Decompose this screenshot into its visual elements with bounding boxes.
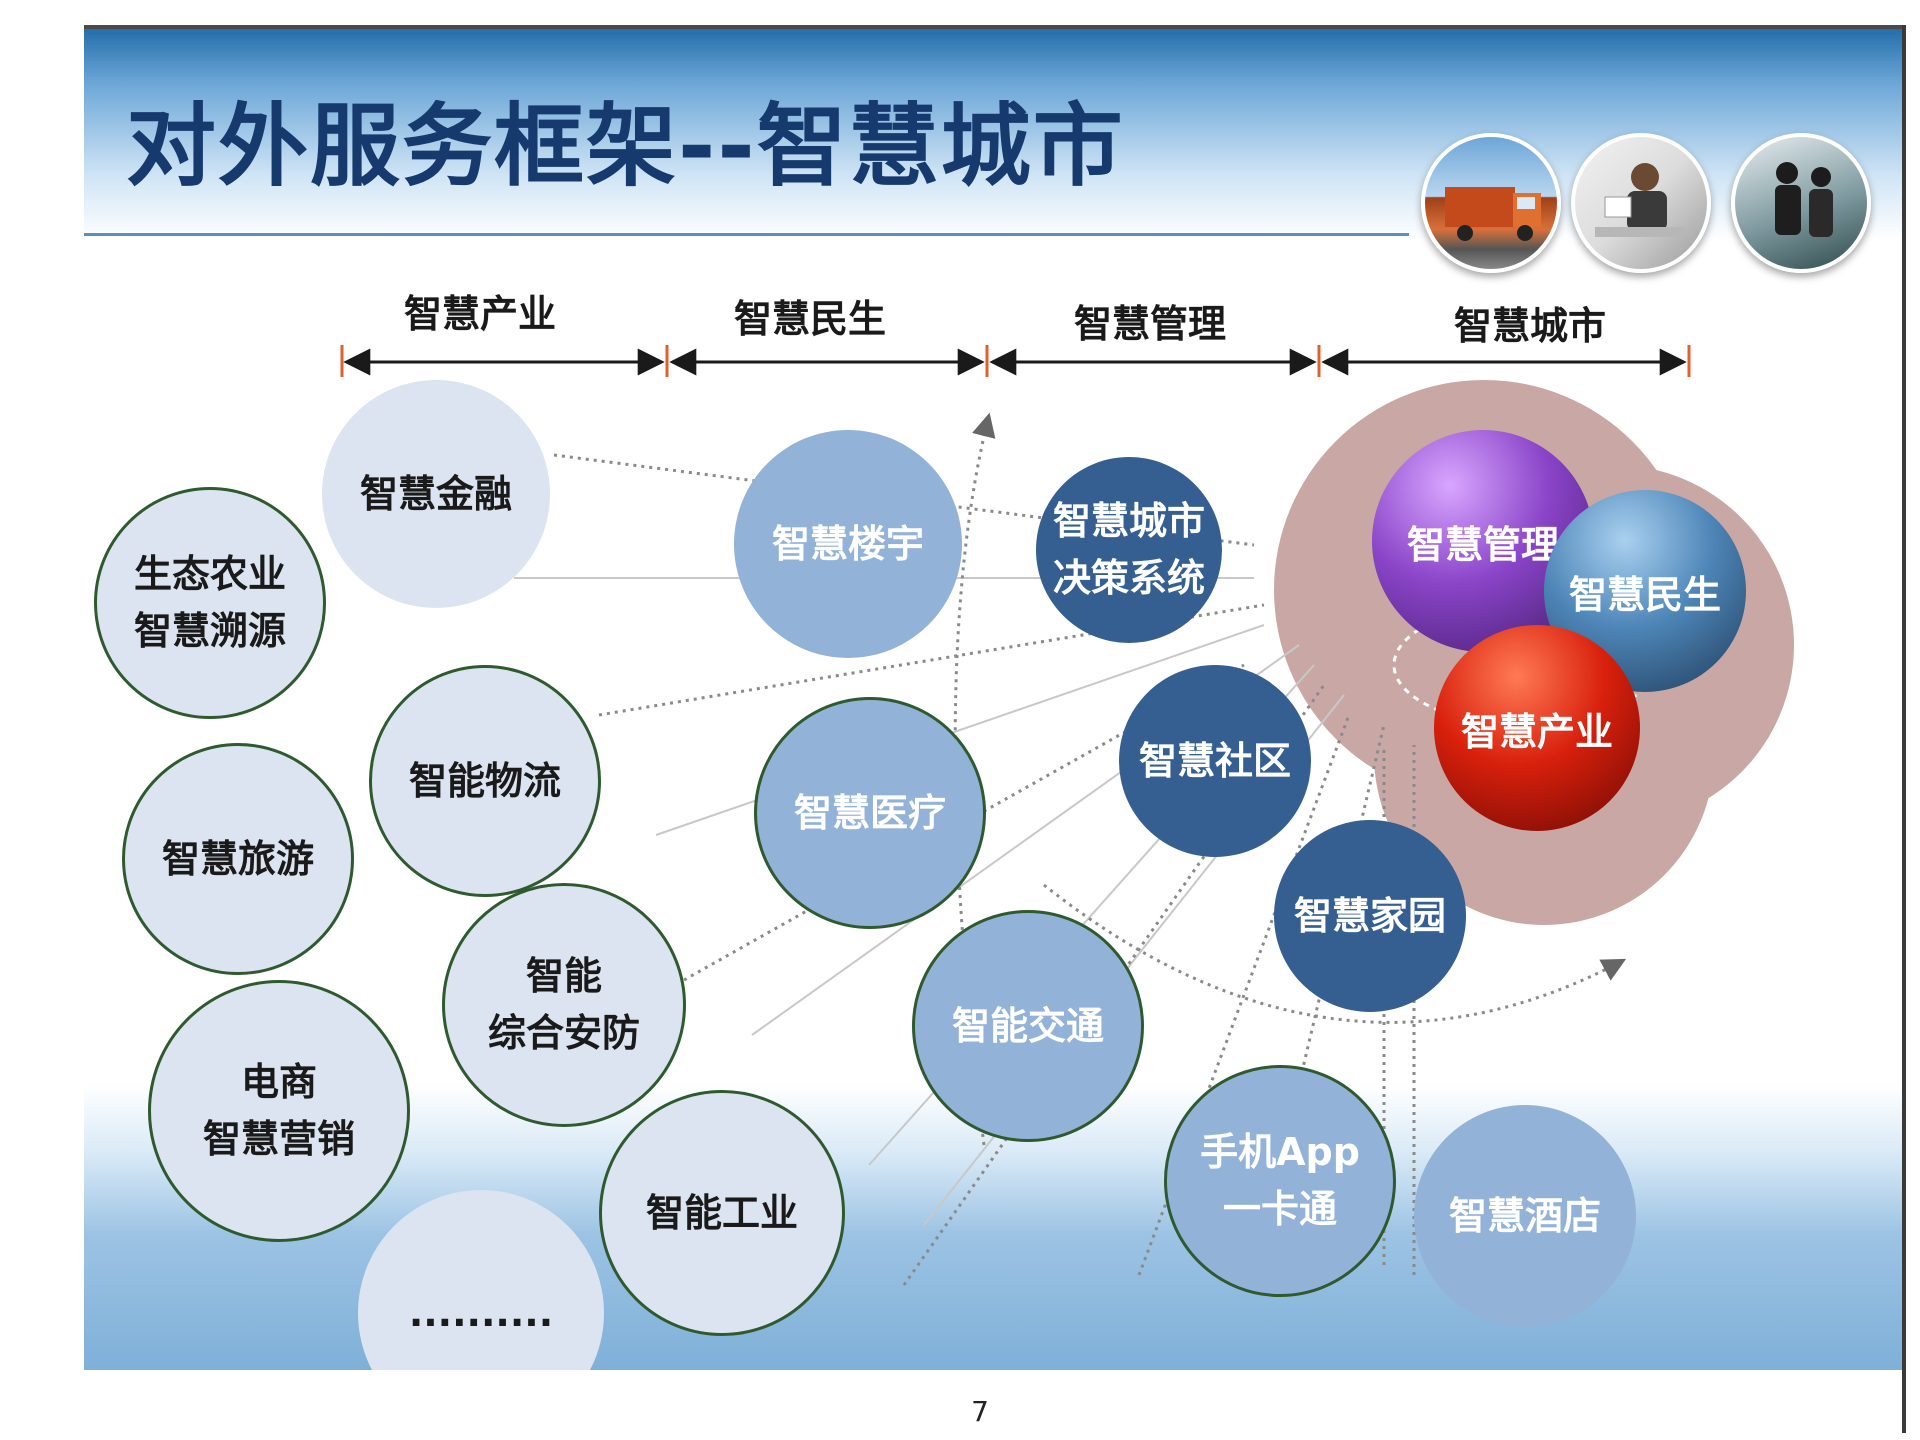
node-smart-building: 智慧楼宇 <box>734 430 962 658</box>
node-label: 智慧楼宇 <box>771 521 924 566</box>
node-label: 智能交通 <box>951 1003 1104 1048</box>
column-header-industry: 智慧产业 <box>404 292 557 336</box>
business-people-photo <box>1731 133 1871 273</box>
node-label-line-1: 智能 <box>525 954 602 998</box>
truck-photo <box>1421 133 1561 273</box>
slide-border-right <box>1902 25 1906 1433</box>
page-number: 7 <box>971 1395 989 1428</box>
node-label: 智能工业 <box>645 1190 798 1235</box>
column-header-management: 智慧管理 <box>1074 302 1227 346</box>
node-label-line-1: 手机App <box>1200 1130 1360 1174</box>
node-eco-agriculture: 生态农业智慧溯源 <box>94 487 326 719</box>
node-ecommerce: 电商智慧营销 <box>148 980 410 1242</box>
node-label: 智慧旅游 <box>161 836 314 881</box>
node-label-line-2: 智慧溯源 <box>133 609 286 653</box>
node-mobile-app: 手机App 一卡通 <box>1164 1065 1396 1297</box>
node-smart-finance: 智慧金融 <box>322 380 550 608</box>
node-label-line-2: 综合安防 <box>487 1011 640 1055</box>
sphere-label: 智慧管理 <box>1406 522 1559 567</box>
node-label: 智慧医疗 <box>793 790 946 835</box>
node-label-line-1: 电商 <box>240 1060 317 1104</box>
node-label-line-2: 决策系统 <box>1052 556 1205 600</box>
node-smart-home: 智慧家园 <box>1274 820 1466 1012</box>
node-label: 智慧金融 <box>359 471 512 516</box>
column-dividers <box>340 345 1691 377</box>
column-header-smart-city: 智慧城市 <box>1454 304 1607 348</box>
sphere-label: 智慧产业 <box>1460 709 1613 754</box>
node-label-line-1: 生态农业 <box>133 552 286 596</box>
slide-border-top <box>84 25 1906 29</box>
node-smart-industry: 智能工业 <box>599 1090 845 1336</box>
node-smart-medical: 智慧医疗 <box>754 697 986 929</box>
node-smart-logistics: 智能物流 <box>369 665 601 897</box>
node-smart-tourism: 智慧旅游 <box>122 743 354 975</box>
node-smart-community: 智慧社区 <box>1119 665 1311 857</box>
slide-title: 对外服务框架--智慧城市 <box>126 94 1125 199</box>
node-integrated-security: 智能综合安防 <box>442 883 686 1127</box>
node-smart-hotel: 智慧酒店 <box>1414 1105 1636 1327</box>
sphere-smart-industry: 智慧产业 <box>1434 625 1640 831</box>
node-city-decision-system: 智慧城市决策系统 <box>1036 457 1222 643</box>
node-label: .......... <box>408 1290 554 1335</box>
node-label: 智慧家园 <box>1293 893 1446 938</box>
node-label-line-2: 智慧营销 <box>202 1117 355 1161</box>
slide: 对外服务框架--智慧城市 智慧产业 智慧民生 智慧管理 智慧城市 <box>84 25 1906 1370</box>
node-label: 智慧社区 <box>1138 738 1291 783</box>
node-label-line-2: 一卡通 <box>1222 1187 1337 1231</box>
node-label-line-1: 智慧城市 <box>1052 499 1205 543</box>
title-rule <box>84 233 1409 236</box>
column-header-livelihood: 智慧民生 <box>734 297 887 341</box>
node-label: 智能物流 <box>408 758 561 803</box>
sphere-label: 智慧民生 <box>1568 572 1721 617</box>
node-smart-transport: 智能交通 <box>912 910 1144 1142</box>
office-photo <box>1571 133 1711 273</box>
node-label: 智慧酒店 <box>1448 1193 1601 1238</box>
